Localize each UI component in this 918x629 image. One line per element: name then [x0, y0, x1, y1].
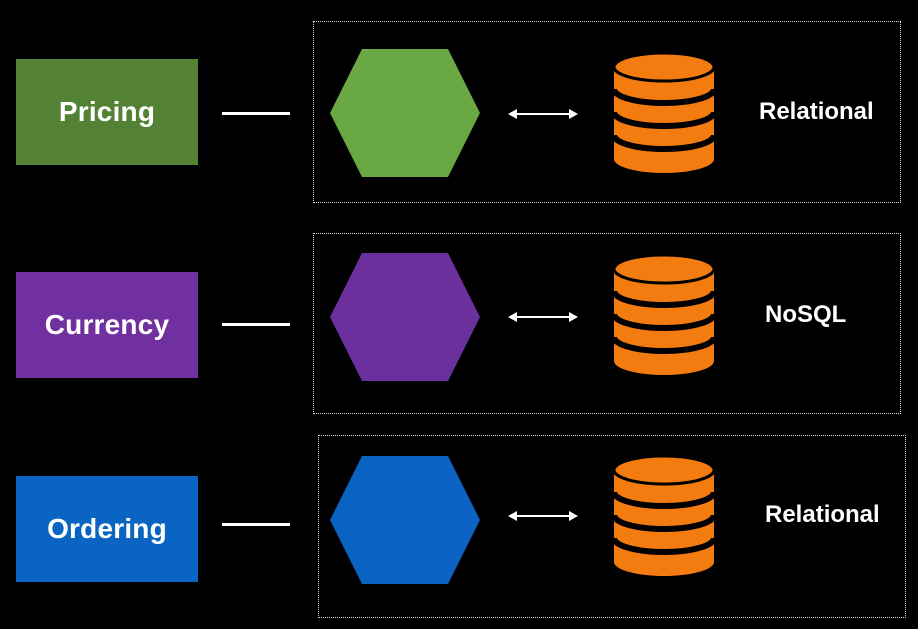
service-box-currency: Currency	[16, 272, 198, 378]
service-frame	[318, 435, 906, 618]
service-hexagon-icon	[330, 253, 480, 381]
service-frame	[313, 21, 901, 203]
service-hexagon-icon	[330, 456, 480, 584]
database-icon	[612, 253, 716, 375]
database-type-label: NoSQL	[765, 301, 847, 328]
row-currency: Currency NoSQL	[0, 0, 918, 414]
database-type-label: Relational	[759, 98, 874, 125]
connector-line	[222, 112, 290, 115]
connector-line	[222, 323, 290, 326]
service-label: Ordering	[47, 513, 167, 544]
bidirectional-arrow-icon	[508, 109, 578, 119]
database-type-label: Relational	[765, 501, 880, 528]
service-box-ordering: Ordering	[16, 476, 198, 582]
service-frame	[313, 233, 901, 414]
bidirectional-arrow-icon	[508, 312, 578, 322]
service-box-pricing: Pricing	[16, 59, 198, 165]
service-hexagon-icon	[330, 49, 480, 177]
service-label: Currency	[44, 309, 170, 340]
connector-line	[222, 523, 290, 526]
bidirectional-arrow-icon	[508, 511, 578, 521]
database-icon	[612, 454, 716, 576]
database-icon	[612, 51, 716, 173]
service-label: Pricing	[58, 96, 156, 127]
row-pricing: Pricing Relational	[0, 0, 918, 203]
